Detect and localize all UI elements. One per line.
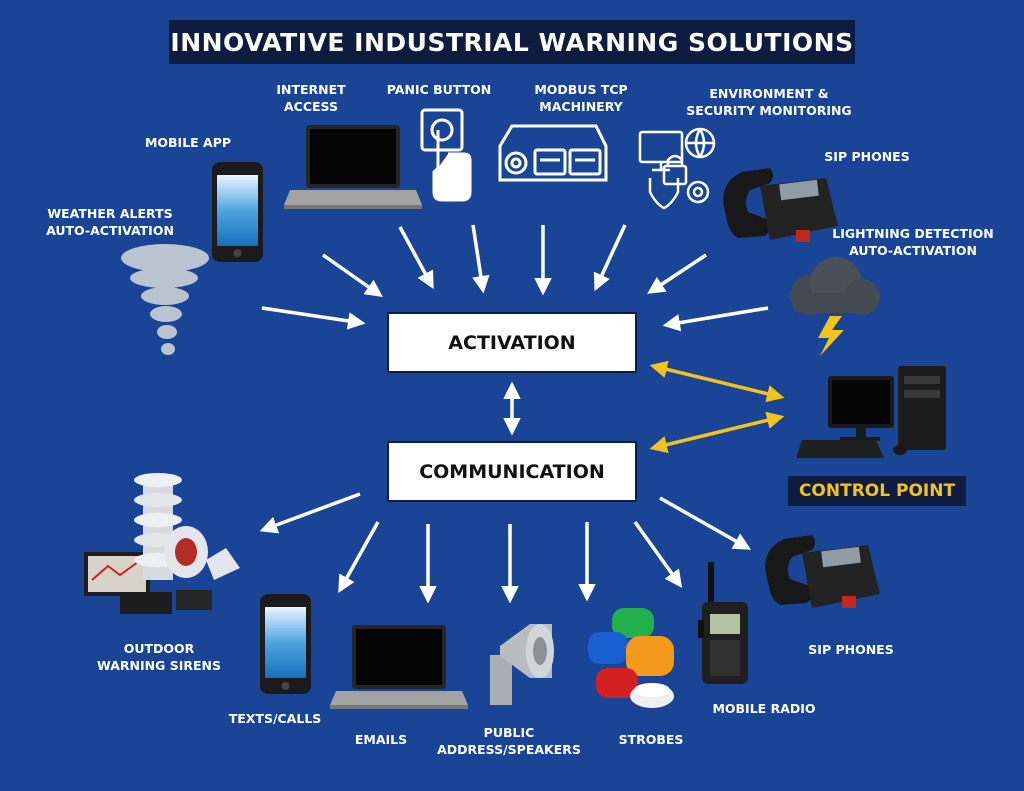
storm-cloud-icon	[790, 257, 880, 356]
arrow-communication-to-texts	[338, 521, 380, 594]
label-mobile-radio: MOBILE RADIO	[712, 701, 816, 716]
arrow-communication-to-mobile-radio	[633, 520, 683, 588]
laptop-icon	[284, 125, 422, 209]
control-point-label: CONTROL POINT	[788, 476, 966, 506]
label-modbus: MODBUS TCP MACHINERY	[534, 82, 628, 114]
arrow-mobile-app-to-activation	[321, 253, 383, 298]
strobe-lights-icon	[588, 608, 674, 708]
security-monitoring-icon	[638, 127, 716, 210]
arrow-activation-control-point	[649, 360, 785, 403]
siren-tower-icon	[84, 473, 240, 614]
page-title: INNOVATIVE INDUSTRIAL WARNING SOLUTIONS	[169, 20, 855, 64]
horn-speaker-icon	[490, 624, 554, 705]
hand-press-button-icon	[420, 108, 472, 202]
arrow-lightning-to-activation	[662, 306, 769, 332]
laptop-icon	[330, 625, 468, 709]
label-texts-calls: TEXTS/CALLS	[228, 711, 322, 726]
arrow-panic-to-activation	[471, 224, 490, 294]
arrow-communication-to-sip	[659, 496, 752, 550]
arrow-communication-to-sirens	[259, 492, 361, 534]
label-internet-access: INTERNET ACCESS	[276, 82, 346, 114]
label-sip-phones-bottom: SIP PHONES	[808, 642, 894, 657]
walkie-talkie-icon	[698, 562, 748, 684]
label-sip-phones-top: SIP PHONES	[824, 149, 910, 164]
arrow-weather-to-activation	[261, 306, 366, 330]
tornado-icon	[121, 244, 209, 355]
network-device-icon	[498, 124, 608, 182]
smartphone-icon	[212, 162, 263, 262]
label-environment: ENVIRONMENT & SECURITY MONITORING	[686, 86, 852, 118]
label-emails: EMAILS	[354, 732, 408, 747]
desktop-computer-icon	[796, 366, 946, 458]
label-lightning: LIGHTNING DETECTION AUTO-ACTIVATION	[832, 226, 994, 258]
label-public-address: PUBLIC ADDRESS/SPEAKERS	[437, 725, 581, 757]
label-strobes: STROBES	[618, 732, 684, 747]
communication-box: COMMUNICATION	[387, 441, 637, 502]
desk-phone-icon	[723, 168, 838, 242]
arrow-communication-control-point	[649, 411, 785, 454]
label-mobile-app: MOBILE APP	[144, 135, 232, 150]
desk-phone-icon	[765, 535, 880, 608]
activation-box: ACTIVATION	[387, 312, 637, 373]
arrow-sip-to-activation	[647, 253, 707, 294]
arrow-internet-to-activation	[398, 226, 434, 290]
arrow-environment-to-activation	[593, 224, 627, 292]
label-panic-button: PANIC BUTTON	[386, 82, 492, 97]
smartphone-icon	[260, 594, 311, 694]
label-weather-alerts: WEATHER ALERTS AUTO-ACTIVATION	[46, 206, 174, 238]
label-outdoor-sirens: OUTDOOR WARNING SIRENS	[97, 641, 221, 673]
